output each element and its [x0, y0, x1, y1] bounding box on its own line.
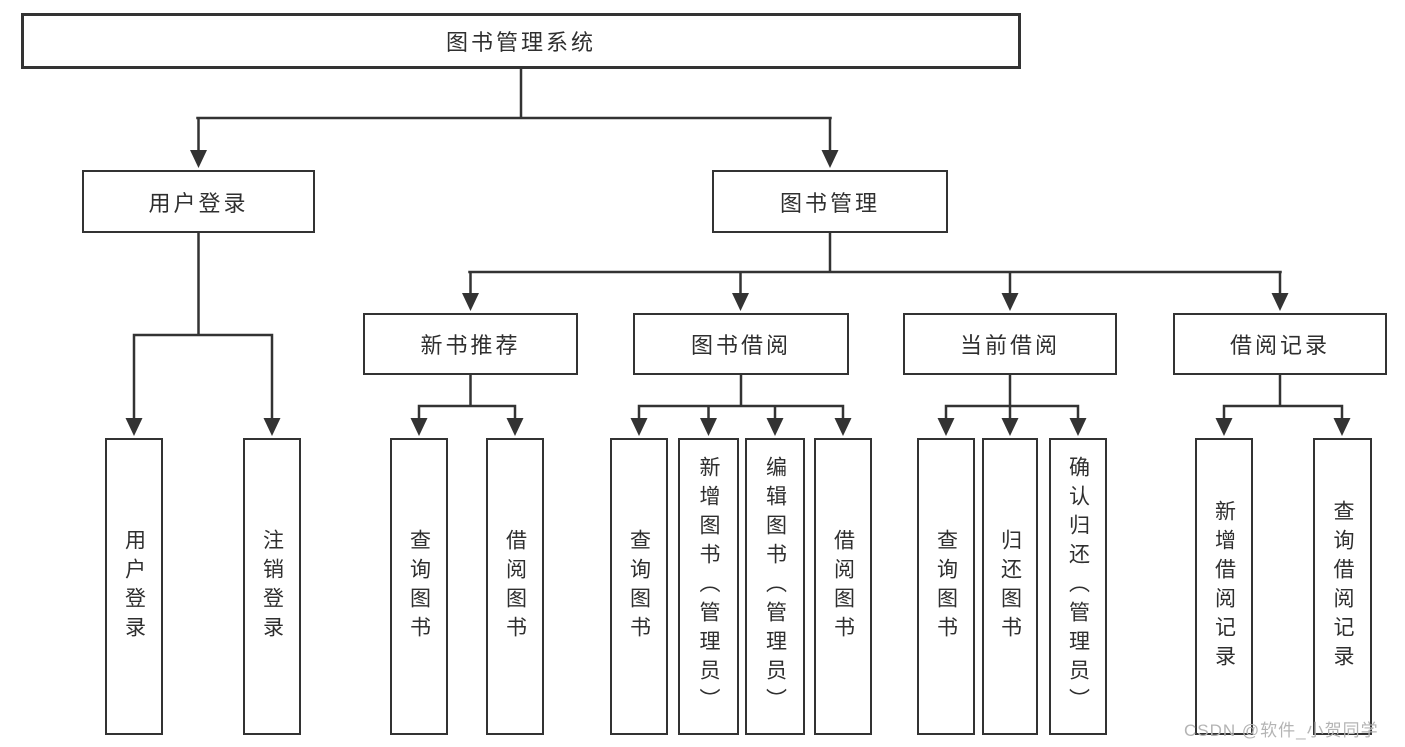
node-borrowing-records: 借阅记录 [1173, 313, 1387, 375]
leaf-current-confirm-return-admin: 确认归还（管理员） [1049, 438, 1107, 735]
arrowhead [732, 293, 749, 311]
leaf-current-return-books: 归还图书 [982, 438, 1038, 735]
arrowhead [190, 150, 207, 168]
leaf-recommend-borrow-books: 借阅图书 [486, 438, 544, 735]
arrowhead [462, 293, 479, 311]
arrowhead [1271, 293, 1289, 311]
leaf-records-query-record: 查询借阅记录 [1313, 438, 1372, 735]
arrowhead [263, 418, 281, 436]
arrowhead [1001, 293, 1019, 311]
arrowhead [834, 418, 852, 436]
arrowheads [125, 150, 1351, 436]
leaf-current-query-books: 查询图书 [917, 438, 975, 735]
arrowhead [821, 150, 839, 168]
node-new-book-recommendation: 新书推荐 [363, 313, 578, 375]
arrowhead [630, 418, 648, 436]
arrowhead [125, 418, 143, 436]
leaf-borrowing-edit-books-admin: 编辑图书（管理员） [745, 438, 805, 735]
leaf-borrowing-borrow-books: 借阅图书 [814, 438, 872, 735]
node-book-borrowing: 图书借阅 [633, 313, 849, 375]
csdn-watermark: CSDN @软件_小贺同学 [1184, 721, 1379, 740]
arrowhead [506, 418, 524, 436]
node-book-management: 图书管理 [712, 170, 948, 233]
arrowhead [700, 418, 717, 436]
arrowhead [1333, 418, 1351, 436]
leaf-borrowing-add-books-admin: 新增图书（管理员） [678, 438, 739, 735]
connector-lines [132, 67, 1344, 421]
node-user-login: 用户登录 [82, 170, 315, 233]
arrowhead [766, 418, 784, 436]
leaf-borrowing-query-books: 查询图书 [610, 438, 668, 735]
leaf-user-login: 用户登录 [105, 438, 163, 735]
arrowhead [1001, 418, 1019, 436]
leaf-recommend-query-books: 查询图书 [390, 438, 448, 735]
arrowhead [1069, 418, 1087, 436]
leaf-records-add-record: 新增借阅记录 [1195, 438, 1253, 735]
arrowhead [1215, 418, 1233, 436]
arrowhead [410, 418, 428, 436]
node-current-borrowing: 当前借阅 [903, 313, 1117, 375]
arrowhead [937, 418, 955, 436]
node-library-system: 图书管理系统 [21, 13, 1021, 69]
leaf-logout: 注销登录 [243, 438, 301, 735]
